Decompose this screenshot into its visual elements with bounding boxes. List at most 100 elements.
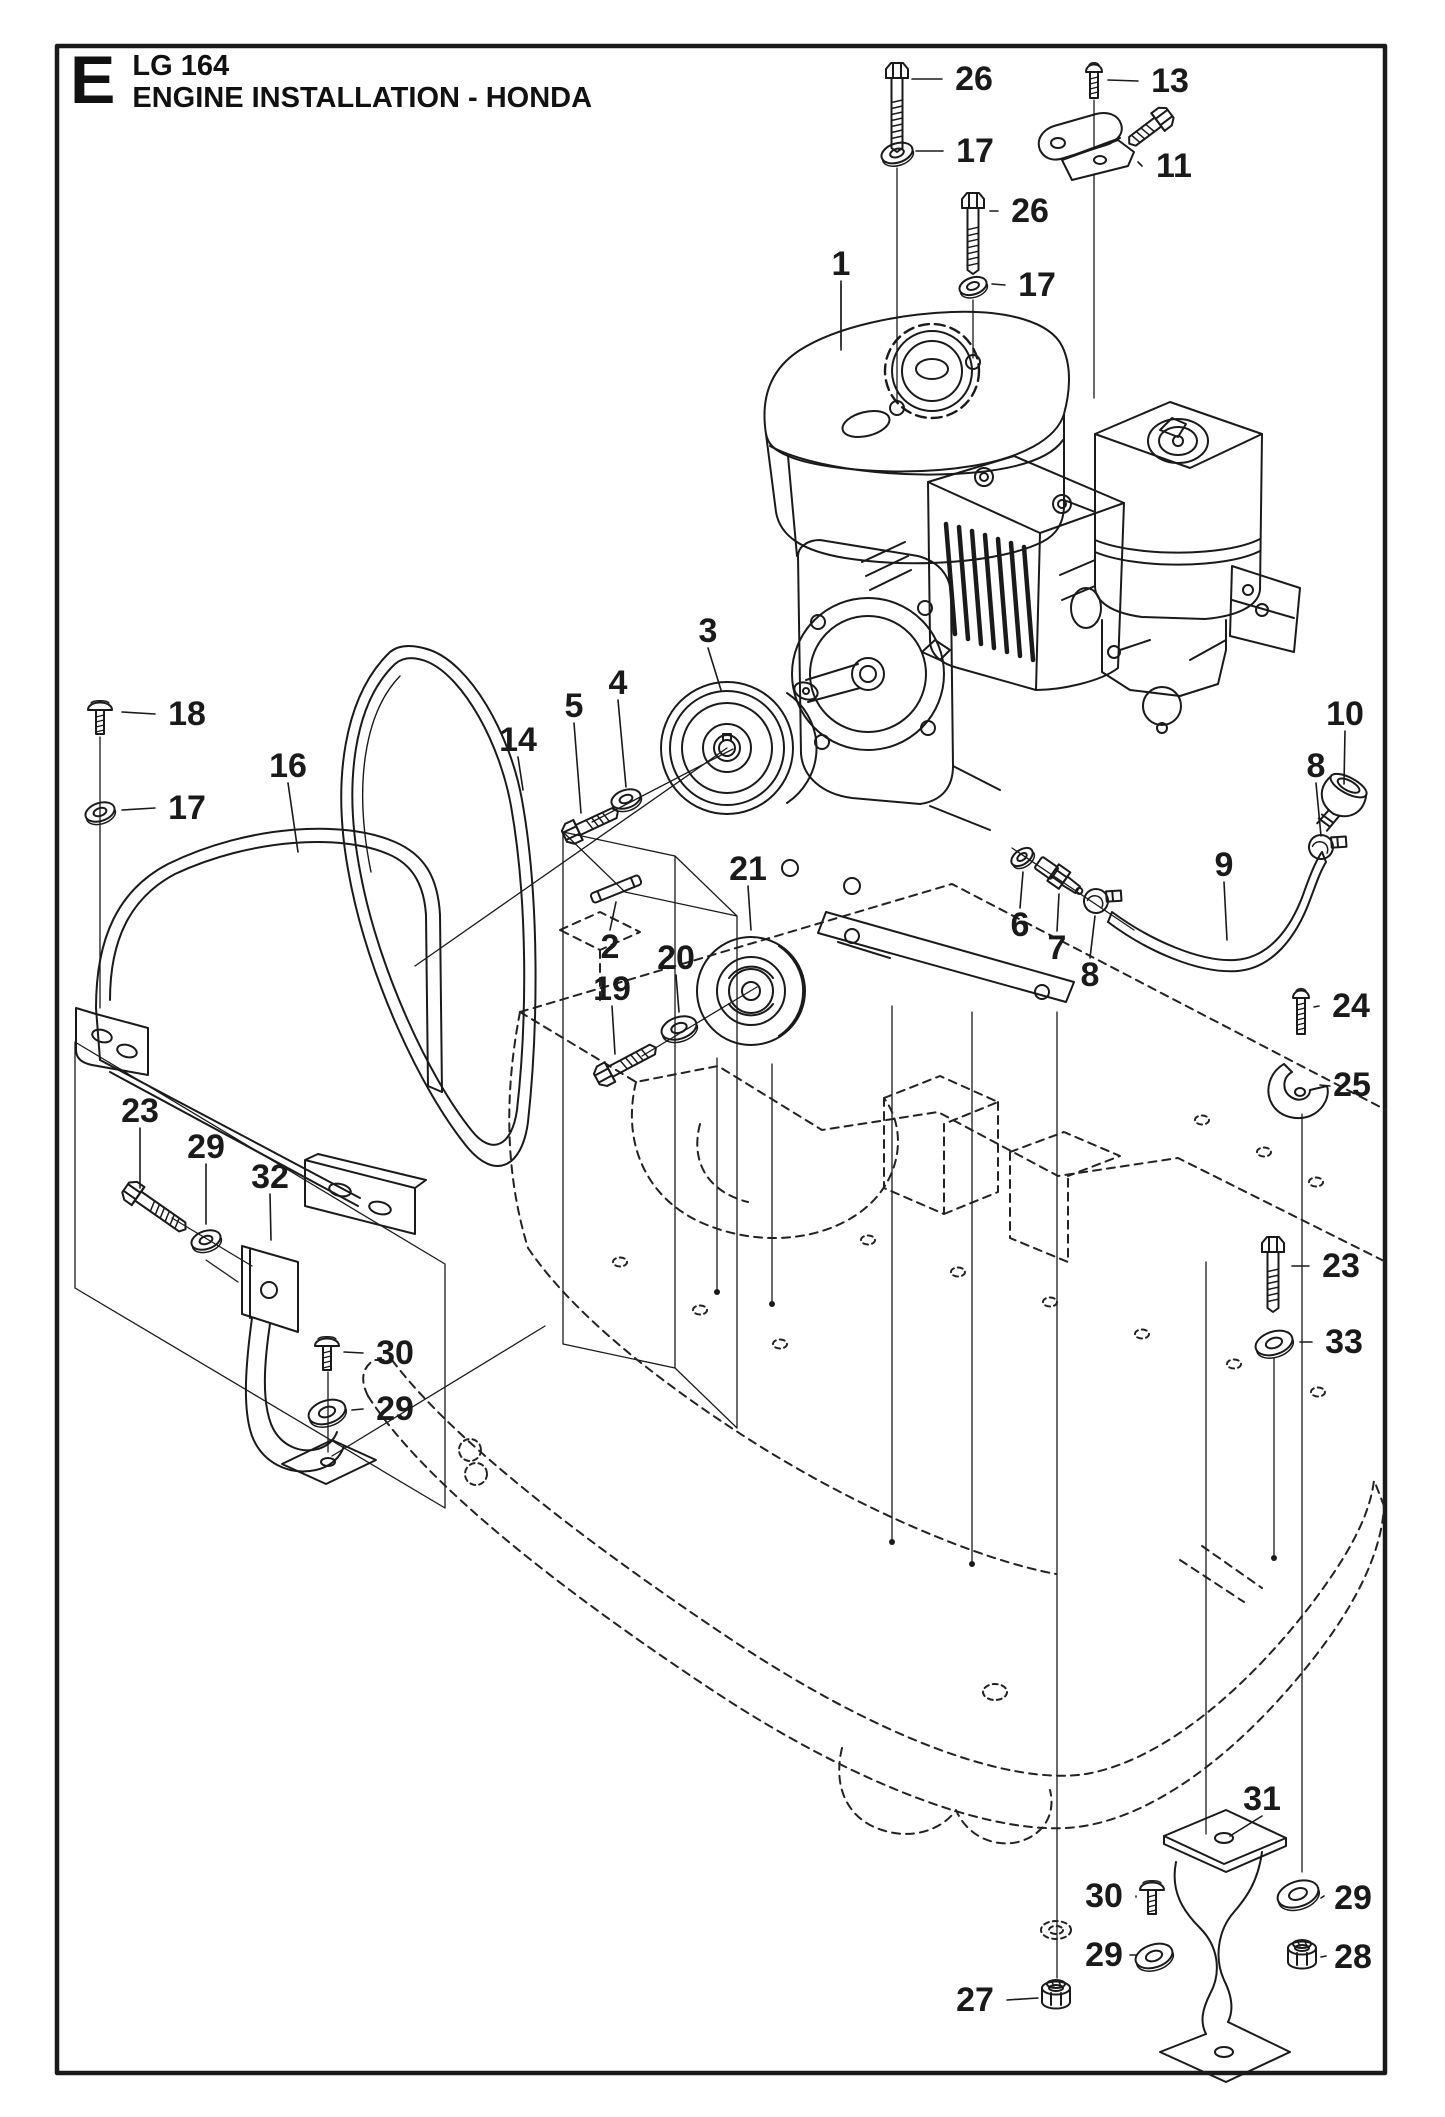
air-filter [1094, 401, 1263, 620]
callout-31: 31 [1229, 1780, 1281, 1837]
dome-screw [1085, 62, 1103, 99]
callout-29: 29 [351, 1390, 414, 1428]
callout-5: 5 [565, 687, 583, 814]
callout-number: 33 [1325, 1323, 1363, 1361]
crankshaft-pulley [660, 681, 818, 815]
callout-26: 26 [911, 60, 993, 98]
dome-screw [1292, 988, 1310, 1035]
callout-number: 11 [1156, 147, 1192, 185]
muffler [921, 455, 1125, 691]
hose-clamp [1308, 834, 1348, 860]
callout-8: 8 [1081, 915, 1100, 994]
callout-number: 2 [601, 928, 620, 966]
callout-7: 7 [1048, 893, 1067, 967]
callout-17: 17 [991, 266, 1056, 304]
callout-number: 24 [1332, 987, 1370, 1025]
callout-number: 29 [187, 1128, 225, 1166]
hex-bolt [1128, 106, 1175, 147]
guard-strap-bracket [241, 1245, 377, 1485]
callout-24: 24 [1313, 987, 1370, 1025]
callout-30: 30 [343, 1334, 414, 1372]
dome-screw [1139, 1880, 1165, 1915]
fuel-hose [1107, 851, 1327, 973]
callout-number: 7 [1048, 929, 1067, 967]
callout-number: 8 [1307, 747, 1326, 785]
callout-27: 27 [956, 1981, 1039, 2019]
v-belt [340, 645, 537, 1167]
washer [1010, 846, 1036, 870]
washer [660, 1015, 699, 1044]
callout-number: 17 [956, 132, 994, 170]
dome-screw [314, 1336, 340, 1371]
shaft-key [589, 874, 643, 904]
callout-number: 29 [1334, 1879, 1372, 1917]
page-border [54, 43, 1388, 2076]
callout-10: 10 [1326, 695, 1364, 785]
callout-number: 28 [1334, 1938, 1372, 1976]
callout-number: 6 [1011, 906, 1030, 944]
callout-32: 32 [251, 1158, 289, 1241]
callout-number: 4 [609, 664, 628, 702]
callout-13: 13 [1107, 62, 1189, 100]
callout-number: 32 [251, 1158, 289, 1196]
callout-17: 17 [915, 132, 994, 170]
callout-number: 29 [376, 1390, 414, 1428]
hose-clamp [1083, 888, 1123, 914]
callout-11: 11 [1137, 147, 1192, 185]
callout-8: 8 [1307, 747, 1326, 837]
callout-number: 14 [499, 721, 537, 759]
construction-planes [74, 831, 738, 1509]
tank-bracket [1037, 112, 1135, 181]
callout-20: 20 [657, 939, 695, 1013]
callout-layer: 1261713112617345141618172192021232932302… [121, 60, 1372, 2019]
title-block: E LG 164 ENGINE INSTALLATION - HONDA [70, 46, 593, 115]
washer [307, 1398, 348, 1428]
page-title: ENGINE INSTALLATION - HONDA [132, 82, 593, 115]
callout-25: 25 [1319, 1066, 1371, 1104]
callout-number: 27 [956, 1981, 994, 2019]
callout-number: 3 [699, 612, 718, 650]
washer [1276, 1879, 1321, 1912]
model-code: LG 164 [132, 50, 230, 82]
callout-number: 18 [168, 695, 206, 733]
washer [1254, 1329, 1295, 1359]
callout-number: 21 [729, 850, 767, 888]
callout-number: 16 [269, 747, 307, 785]
callout-number: 31 [1243, 1780, 1281, 1818]
dome-screw [87, 700, 113, 735]
callout-number: 13 [1151, 62, 1189, 100]
callout-number: 25 [1333, 1066, 1371, 1104]
callout-1: 1 [832, 245, 851, 351]
leader-lines [99, 99, 1303, 1979]
callout-4: 4 [609, 664, 628, 788]
callout-14: 14 [499, 721, 537, 791]
callout-number: 8 [1081, 956, 1100, 994]
callout-33: 33 [1299, 1323, 1363, 1361]
muffler-louvers [943, 521, 1036, 663]
lock-nut [1287, 1939, 1317, 1970]
washer [880, 141, 915, 167]
callout-9: 9 [1215, 846, 1233, 941]
callout-number: 1 [832, 245, 851, 283]
fuel-filter [1316, 772, 1368, 832]
callout-number: 20 [657, 939, 695, 977]
washer [84, 801, 117, 826]
hardware-layer [84, 62, 1348, 2010]
callout-23: 23 [1291, 1247, 1360, 1285]
callout-number: 10 [1326, 695, 1364, 733]
hose-clip [1267, 1063, 1329, 1120]
hex-bolt [1261, 1236, 1285, 1313]
fuel-line-assembly [1034, 772, 1368, 1120]
callout-29: 29 [187, 1128, 225, 1225]
callout-2: 2 [601, 901, 620, 966]
base-plate-outline [362, 883, 1387, 1940]
callout-16: 16 [269, 747, 307, 853]
callout-number: 23 [1322, 1247, 1360, 1285]
fuel-fitting [1034, 856, 1084, 895]
cylinder-fins [787, 455, 1096, 591]
callout-number: 17 [168, 789, 206, 827]
washer [610, 788, 643, 813]
idler-pulley [696, 936, 806, 1046]
